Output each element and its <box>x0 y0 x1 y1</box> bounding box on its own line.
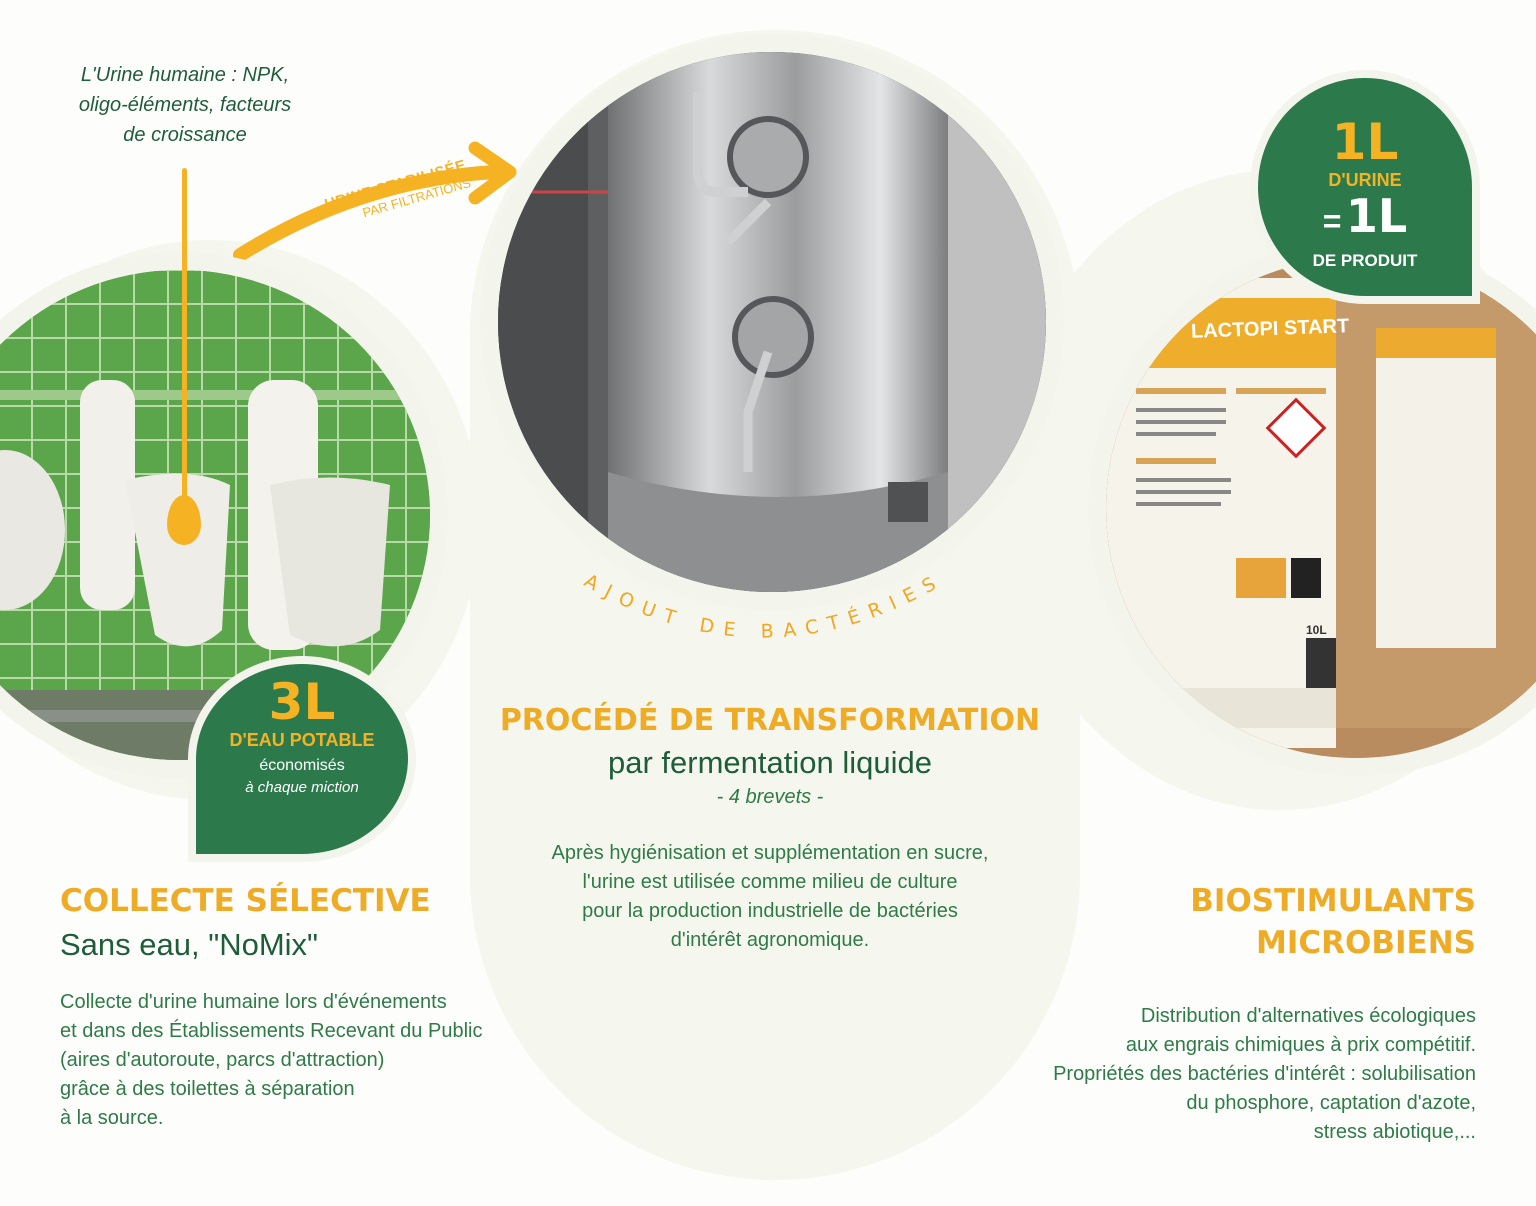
badge-line1: D'URINE <box>1328 170 1402 190</box>
body-line: à la source. <box>60 1107 164 1129</box>
flow-arrow <box>233 141 517 262</box>
biostimulants-section: BIOSTIMULANTS MICROBIENS Distribution d'… <box>956 880 1476 1147</box>
svg-text:AJOUT DE BACTÉRIES: AJOUT DE BACTÉRIES <box>581 568 949 643</box>
section-title: COLLECTE SÉLECTIVE <box>60 883 431 919</box>
water-savings-badge: 3L D'EAU POTABLE économisés à chaque mic… <box>196 664 408 854</box>
section-note: - 4 brevets - <box>716 786 824 808</box>
badge-equals: = <box>1322 203 1342 239</box>
badge-big-value-1: 1L <box>1331 113 1399 171</box>
section-body: Après hygiénisation et supplémentation e… <box>470 839 1070 955</box>
badge-line1: D'EAU POTABLE <box>229 730 375 750</box>
section-body: Collecte d'urine humaine lors d'événemen… <box>60 988 580 1133</box>
body-line: d'intérêt agronomique. <box>670 929 870 951</box>
badge-big-value-2: 1L <box>1345 189 1408 243</box>
arc-label: AJOUT DE BACTÉRIES <box>581 568 939 643</box>
body-line: du phosphore, captation d'azote, <box>1186 1092 1476 1114</box>
urinals-photo <box>0 270 430 760</box>
body-line: pour la production industrielle de bacté… <box>582 900 958 922</box>
drop-line <box>182 168 187 498</box>
section-subtitle: par fermentation liquide <box>608 745 932 780</box>
badge-line2: économisés <box>259 757 345 774</box>
body-line: et dans des Établissements Recevant du P… <box>60 1020 483 1042</box>
body-line: aux engrais chimiques à prix compétitif. <box>1125 1034 1476 1056</box>
product-yield-badge: 1L D'URINE = 1L DE PRODUIT <box>1258 78 1472 296</box>
product-boxes-photo: LACTOPI START 10L <box>1106 258 1536 758</box>
badge-big-value: 3L <box>268 673 336 731</box>
body-line: Collecte d'urine humaine lors d'événemen… <box>60 991 447 1013</box>
body-line: Distribution d'alternatives écologiques <box>1140 1005 1476 1027</box>
section-title-line1: BIOSTIMULANTS <box>1190 883 1476 919</box>
body-line: grâce à des toilettes à séparation <box>60 1078 355 1100</box>
annotation-line: oligo-éléments, facteurs <box>78 94 292 116</box>
urine-composition-annotation: L'Urine humaine : NPK, oligo-éléments, f… <box>40 60 330 150</box>
body-line: Après hygiénisation et supplémentation e… <box>551 842 989 864</box>
badge-line2: DE PRODUIT <box>1312 251 1418 270</box>
section-title-line2: MICROBIENS <box>1256 925 1476 961</box>
body-line: Propriétés des bactéries d'intérêt : sol… <box>1053 1063 1476 1085</box>
annotation-line: L'Urine humaine : NPK, <box>80 64 290 86</box>
annotation-line: de croissance <box>123 124 247 146</box>
section-body: Distribution d'alternatives écologiques … <box>956 1002 1476 1147</box>
arc-label-svg: AJOUT DE BACTÉRIES <box>581 568 949 643</box>
body-line: (aires d'autoroute, parcs d'attraction) <box>60 1049 385 1071</box>
body-line: stress abiotique,... <box>1313 1121 1476 1143</box>
section-title: PROCÉDÉ DE TRANSFORMATION <box>499 703 1041 738</box>
collection-section: COLLECTE SÉLECTIVE Sans eau, "NoMix" Col… <box>60 880 580 1133</box>
drop-icon <box>167 495 201 545</box>
body-line: l'urine est utilisée comme milieu de cul… <box>582 871 958 893</box>
badge-line3: à chaque miction <box>245 779 359 796</box>
transformation-section: PROCÉDÉ DE TRANSFORMATION par fermentati… <box>470 700 1070 955</box>
section-subtitle: Sans eau, "NoMix" <box>60 927 319 962</box>
product-volume-label: 10L <box>1306 623 1327 637</box>
